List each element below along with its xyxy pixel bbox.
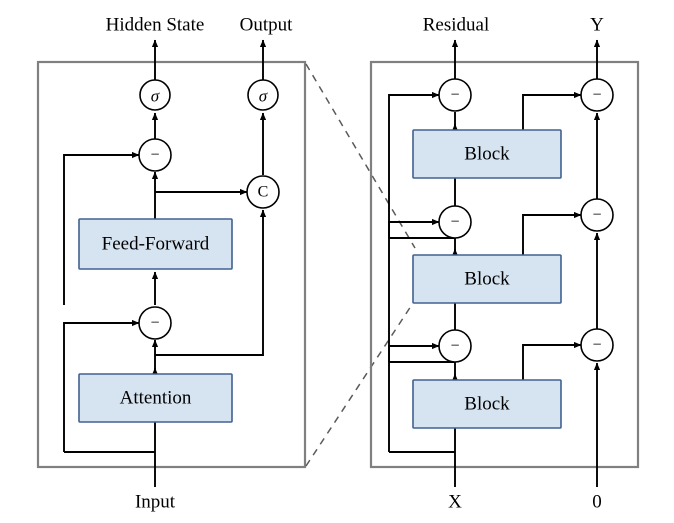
output-label: Output [240,14,294,35]
concat-label: C [258,184,269,201]
wire-blockmid-tap-to-minusright [522,211,582,255]
sigma-output-node[interactable] [247,79,279,111]
minus-right-bottom-node[interactable] [580,328,614,362]
left-panel-group: Feed-Forward Attention σ σ − − C Hidden … [36,14,307,512]
zero-label: 0 [592,491,602,512]
left-panel-frame [36,60,307,469]
input-label: Input [135,491,176,512]
sigma-hidden-node[interactable] [139,79,171,111]
minus-right-mid-node[interactable] [580,198,614,232]
hidden-state-label: Hidden State [106,14,205,35]
block-bottom-box[interactable] [412,379,562,429]
block-mid-box[interactable] [412,254,562,304]
block-top-label: Block [464,143,510,164]
connector-line-bottom [305,299,416,467]
residual-label: Residual [423,14,490,35]
feed-forward-label: Feed-Forward [102,233,210,254]
right-panel-frame [369,60,640,469]
wire-attn-tap-to-concat [155,209,267,356]
minus-right-bottom-label: − [592,337,601,354]
block-top-box[interactable] [412,129,562,179]
right-panel-group: Block Block Block − − − − − − Residual Y… [369,14,640,512]
block-bottom-label: Block [464,393,510,414]
minus-left-mid-label: − [450,214,459,231]
minus-left-bottom-label: − [450,338,459,355]
wire-blocktop-tap-to-minusright [522,91,582,130]
zoom-connector-group [305,63,416,467]
wire-skip-ff [63,151,140,305]
minus-right-top-label: − [592,87,601,104]
wire-skip-left-top [388,91,440,238]
attention-label: Attention [120,387,192,408]
attention-box[interactable] [78,373,233,423]
feed-forward-box[interactable] [78,218,233,270]
minus-left-top-node[interactable] [438,78,472,112]
minus-ff-node[interactable] [138,138,172,172]
connector-line-top [305,63,416,249]
wire-skip-attn [63,319,140,452]
x-label: X [448,491,462,512]
concat-node[interactable] [246,175,280,209]
minus-left-bottom-node[interactable] [438,329,472,363]
minus-right-top-node[interactable] [580,78,614,112]
minus-left-mid-node[interactable] [438,205,472,239]
minus-ff-label: − [150,147,159,164]
minus-left-top-label: − [450,87,459,104]
minus-right-mid-label: − [592,207,601,224]
wire-skip-left-bottom [388,342,440,452]
sigma-hidden-label: σ [151,87,160,106]
sigma-output-label: σ [259,87,268,106]
wire-blockbottom-tap-to-minusright [522,341,582,380]
wire-skip-left-mid [388,218,440,362]
block-mid-label: Block [464,268,510,289]
minus-attn-label: − [150,315,159,332]
minus-attn-node[interactable] [138,306,172,340]
y-label: Y [590,14,604,35]
